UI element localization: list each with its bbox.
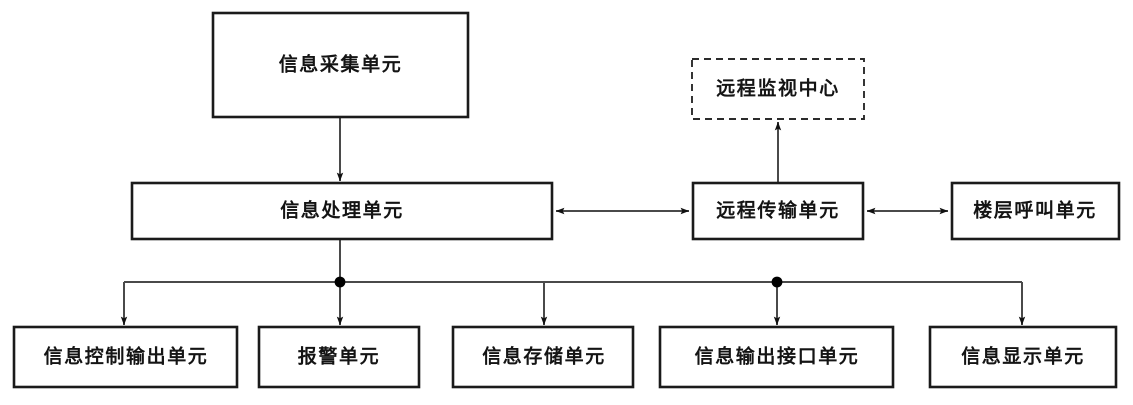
node-info-processing-unit[interactable]: 信息处理单元 [130, 181, 554, 241]
node-info-collection-unit-box [211, 11, 470, 119]
node-remote-transmission-unit-label: 远程传输单元 [716, 198, 840, 221]
node-floor-call-unit[interactable]: 楼层呼叫单元 [950, 181, 1121, 241]
node-info-storage-unit[interactable]: 信息存储单元 [451, 325, 635, 389]
node-info-collection-unit-label: 信息采集单元 [279, 52, 403, 75]
node-info-storage-unit-box [451, 325, 635, 389]
node-info-display-unit-label: 信息显示单元 [961, 344, 1085, 367]
node-info-display-unit[interactable]: 信息显示单元 [928, 325, 1118, 389]
junction-dot-left [334, 276, 346, 288]
node-info-output-interface-unit-box [658, 325, 895, 389]
node-info-processing-unit-label: 信息处理单元 [280, 198, 404, 221]
node-info-display-unit-box [928, 325, 1118, 389]
node-alarm-unit-box [257, 325, 421, 389]
node-info-control-output-unit-box [12, 325, 239, 389]
node-floor-call-unit-label: 楼层呼叫单元 [973, 198, 1097, 221]
node-remote-monitoring-center-label: 远程监视中心 [716, 76, 840, 99]
node-info-storage-unit-label: 信息存储单元 [482, 344, 606, 367]
node-info-control-output-unit[interactable]: 信息控制输出单元 [12, 325, 239, 389]
node-remote-monitoring-center[interactable]: 远程监视中心 [691, 58, 865, 120]
node-info-output-interface-unit-label: 信息输出接口单元 [695, 344, 860, 367]
junction-dot-right [771, 276, 783, 288]
node-remote-monitoring-center-box [691, 58, 865, 120]
connector-layer [120, 117, 1026, 326]
node-remote-transmission-unit[interactable]: 远程传输单元 [691, 181, 865, 241]
node-floor-call-unit-box [950, 181, 1121, 241]
node-info-output-interface-unit[interactable]: 信息输出接口单元 [658, 325, 895, 389]
node-info-collection-unit[interactable]: 信息采集单元 [211, 11, 470, 119]
node-remote-transmission-unit-box [691, 181, 865, 241]
node-info-processing-unit-box [130, 181, 554, 241]
node-alarm-unit-label: 报警单元 [298, 344, 380, 367]
node-info-control-output-unit-label: 信息控制输出单元 [44, 344, 209, 367]
node-alarm-unit[interactable]: 报警单元 [257, 325, 421, 389]
node-layer: 信息采集单元 信息处理单元 远程监视中心 远程传输单元 楼层呼叫单元 [12, 11, 1121, 389]
